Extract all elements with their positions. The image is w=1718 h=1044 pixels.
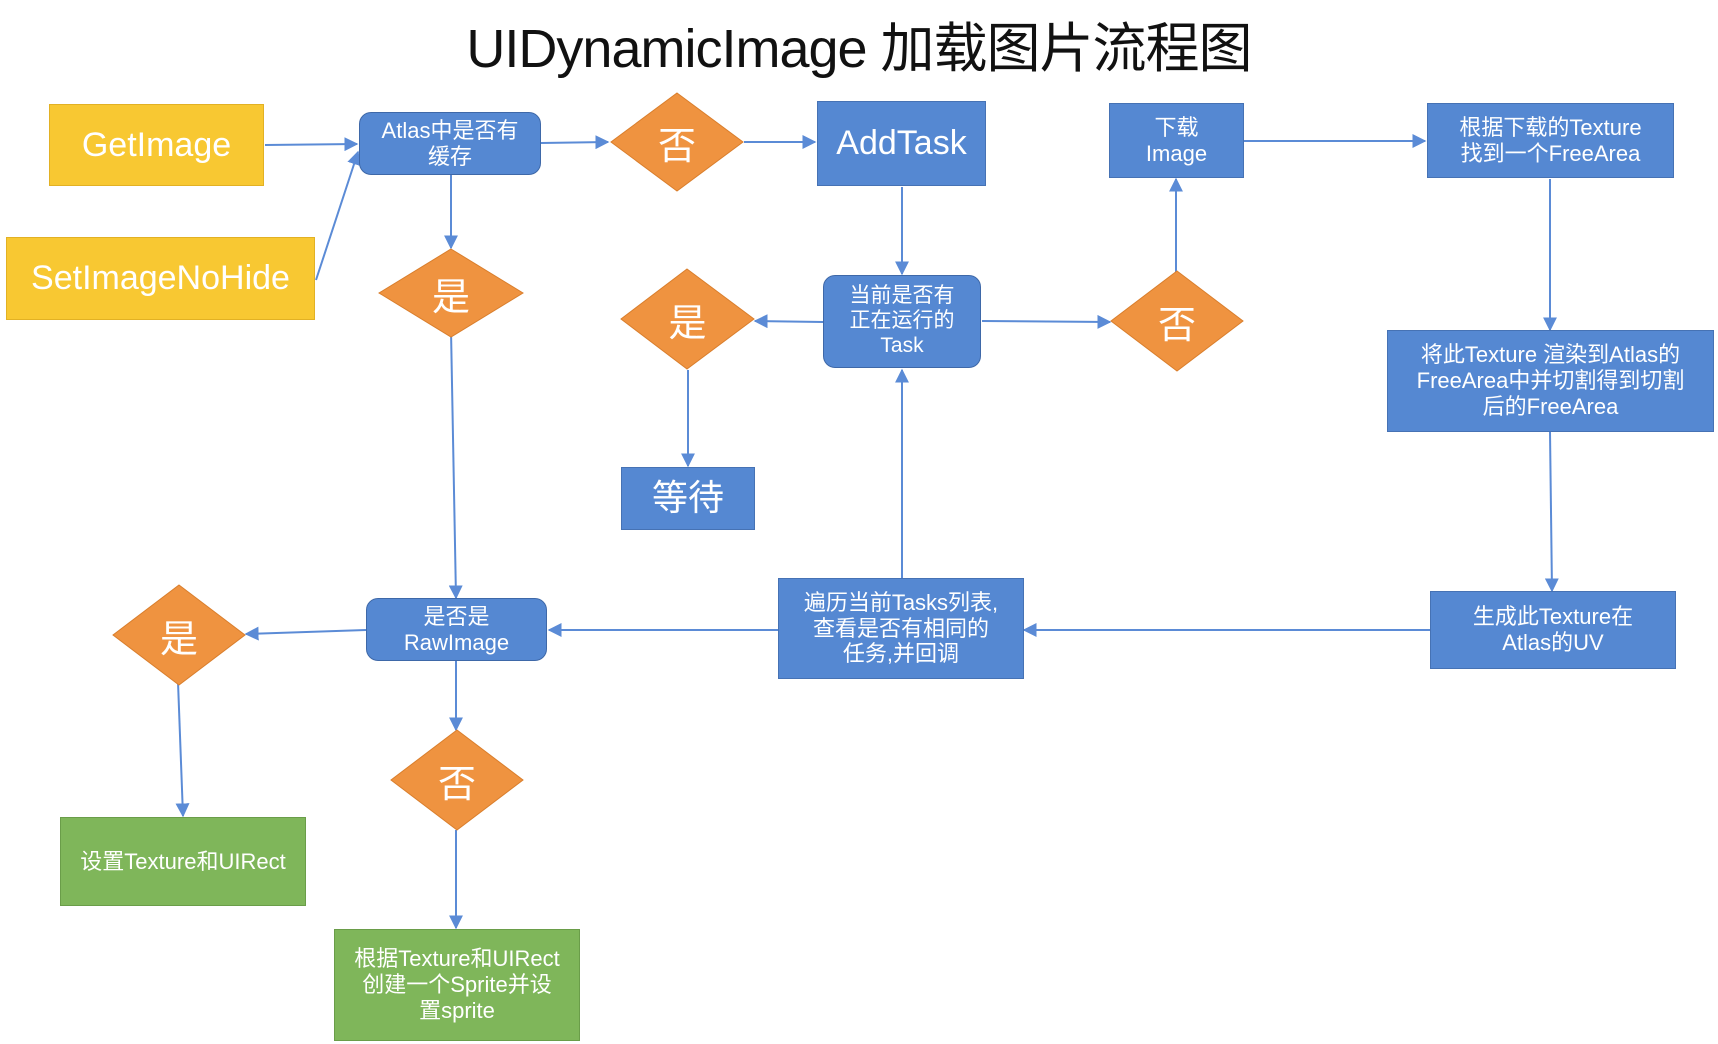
node-add-task[interactable]: AddTask [817, 101, 986, 186]
decision-label: 是 [159, 618, 198, 661]
decision-cache-no[interactable]: 否 [610, 92, 744, 192]
diagram-title: UIDynamicImage 加载图片流程图 [466, 19, 1252, 79]
edge-render-to-uv [1544, 431, 1559, 593]
node-set-texture-uirect[interactable]: 设置Texture和UIRect [60, 817, 306, 906]
node-set-image-no-hide[interactable]: SetImageNoHide [6, 237, 315, 320]
decision-cache-yes[interactable]: 是 [378, 248, 524, 338]
node-create-sprite[interactable]: 根据Texture和UIRect 创建一个Sprite并设 置sprite [334, 929, 580, 1041]
edge-setimage-to-cache [315, 150, 361, 281]
edge-yes-to-settexture [175, 681, 190, 818]
diamond-shape [1110, 270, 1244, 372]
decision-running-yes[interactable]: 是 [620, 268, 755, 370]
edge-cache-to-no [540, 135, 610, 150]
node-atlas-cache-check[interactable]: Atlas中是否有 缓存 [359, 112, 541, 175]
diamond-shape [390, 729, 524, 831]
edge-rawimage-to-yes [244, 626, 367, 641]
diamond-shape [112, 584, 246, 686]
diamond-shape [620, 268, 755, 370]
decision-label: 否 [657, 125, 696, 168]
edge-getimage-to-cache [264, 137, 359, 152]
diamond-shape [378, 248, 524, 338]
node-find-free-area[interactable]: 根据下载的Texture 找到一个FreeArea [1427, 103, 1674, 178]
edge-yes-to-rawimage [448, 329, 463, 600]
decision-raw-yes[interactable]: 是 [112, 584, 246, 686]
decision-label: 是 [668, 302, 707, 345]
node-wait[interactable]: 等待 [621, 467, 755, 530]
decision-running-no[interactable]: 否 [1110, 270, 1244, 372]
edge-running-to-no [981, 314, 1112, 329]
node-render-to-atlas[interactable]: 将此Texture 渲染到Atlas的 FreeArea中并切割得到切割 后的F… [1387, 330, 1714, 432]
diamond-shape [610, 92, 744, 192]
decision-label: 否 [437, 763, 476, 806]
decision-label: 是 [431, 276, 470, 319]
decision-raw-no[interactable]: 否 [390, 729, 524, 831]
decision-label: 否 [1157, 304, 1196, 347]
node-running-task-check[interactable]: 当前是否有 正在运行的 Task [823, 275, 981, 368]
node-download-image[interactable]: 下载 Image [1109, 103, 1244, 178]
node-get-image[interactable]: GetImage [49, 104, 264, 186]
node-generate-uv[interactable]: 生成此Texture在 Atlas的UV [1430, 591, 1676, 669]
edge-running-to-yes [753, 314, 824, 329]
node-traverse-tasks[interactable]: 遍历当前Tasks列表, 查看是否有相同的 任务,并回调 [778, 578, 1024, 679]
node-is-raw-image[interactable]: 是否是 RawImage [366, 598, 547, 661]
